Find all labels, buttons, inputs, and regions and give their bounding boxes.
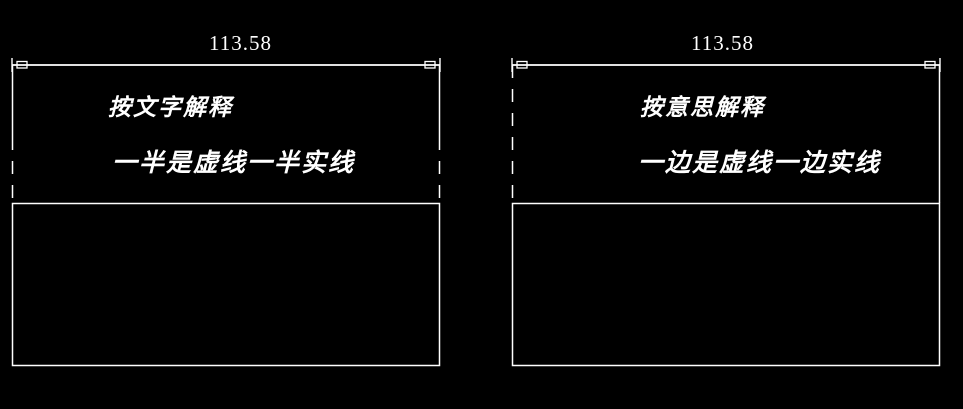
linework-right <box>511 58 941 367</box>
linework-left <box>11 58 441 367</box>
annotation-line-1-left: 按文字解释 <box>108 95 233 121</box>
dimension-label-right: 113.58 <box>691 31 754 55</box>
cad-panel-right: 113.58 按意思解释 一边是虚线一边实线 <box>482 0 963 409</box>
lower-rectangle <box>511 202 941 367</box>
annotation-line-2-left: 一半是虚线一半实线 <box>112 148 356 177</box>
dimension-label-left: 113.58 <box>209 31 272 55</box>
lower-rectangle <box>11 202 441 367</box>
annotation-line-2-right: 一边是虚线一边实线 <box>638 148 882 177</box>
annotation-line-1-right: 按意思解释 <box>640 95 765 121</box>
cad-panel-left: 113.58 按文字解释 一半是虚线一半实线 <box>0 0 481 409</box>
